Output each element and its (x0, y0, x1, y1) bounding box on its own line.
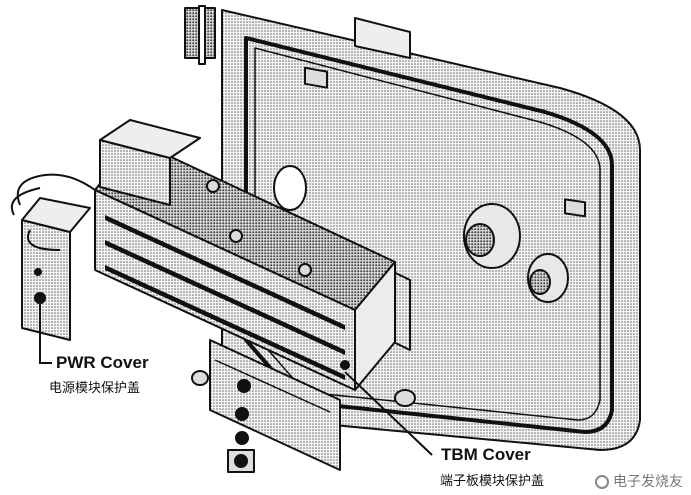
watermark: 电子发烧友 (595, 471, 683, 491)
electronics-assembly (10, 119, 416, 473)
enclosure-gasket (244, 36, 614, 434)
pwr-cover-label: PWR Cover (56, 353, 149, 372)
tbm-cover-sublabel: 端子板模块保护盖 (440, 474, 545, 489)
tbm-cover-label: TBM Cover (441, 445, 531, 464)
enclosure-top-boss (354, 17, 411, 59)
tbm-leader-line (344, 371, 433, 456)
hinge-pin (198, 5, 206, 65)
tbm-module-side (354, 261, 396, 391)
cable-bundle (10, 173, 96, 251)
terminal-rows (105, 215, 345, 380)
connectors (463, 203, 569, 303)
top-nut (304, 66, 328, 89)
pwr-cover-sublabel: 电源模块保护盖 (49, 381, 141, 396)
pwr-leader-line (39, 300, 52, 364)
right-nut (564, 198, 586, 218)
port-hole (273, 165, 307, 211)
watermark-text: 电子发烧友 (613, 474, 683, 490)
logo-icon (595, 475, 609, 489)
leader-lines (39, 300, 433, 456)
pwr-module (21, 219, 71, 341)
